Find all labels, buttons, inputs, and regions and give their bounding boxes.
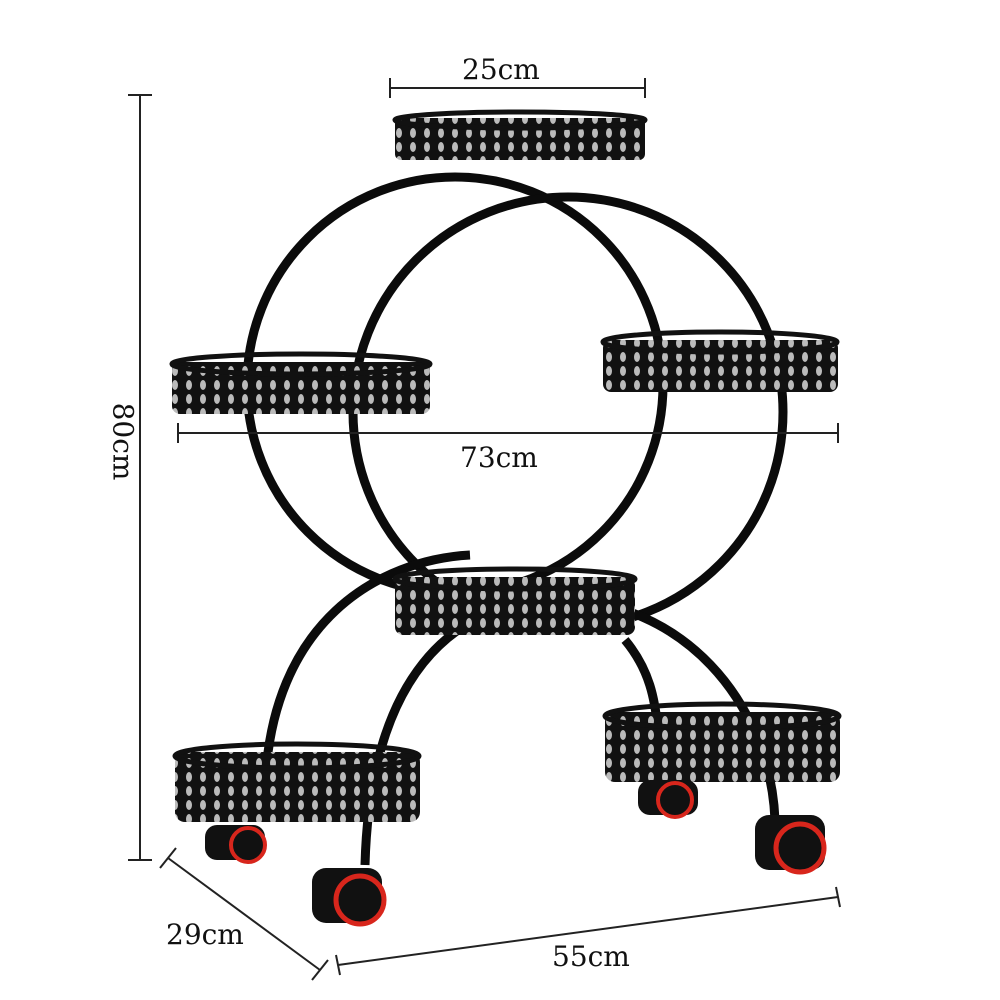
- basket-top: [392, 109, 648, 160]
- dimension-depth: 29cm: [166, 918, 244, 951]
- dimension-lines: [128, 78, 841, 981]
- wheel: [638, 780, 698, 819]
- wheel: [312, 868, 387, 927]
- dimension-base-width: 55cm: [552, 940, 630, 973]
- dimension-height: 80cm: [106, 402, 140, 481]
- wheel: [205, 825, 267, 864]
- dimension-overall-width: 73cm: [460, 441, 538, 474]
- basket-right: [600, 329, 840, 392]
- left-lower-arch: [260, 550, 471, 791]
- basket-bottom-right: [602, 701, 842, 782]
- basket-middle: [392, 566, 638, 635]
- wheel: [755, 815, 827, 875]
- basket-left: [169, 351, 433, 414]
- dim-line-base: [337, 896, 839, 966]
- baskets: [169, 109, 842, 822]
- dim-line-depth: [167, 857, 321, 971]
- dimension-top-width: 25cm: [462, 53, 540, 86]
- wheels: [205, 780, 827, 927]
- basket-bottom-left: [172, 741, 422, 822]
